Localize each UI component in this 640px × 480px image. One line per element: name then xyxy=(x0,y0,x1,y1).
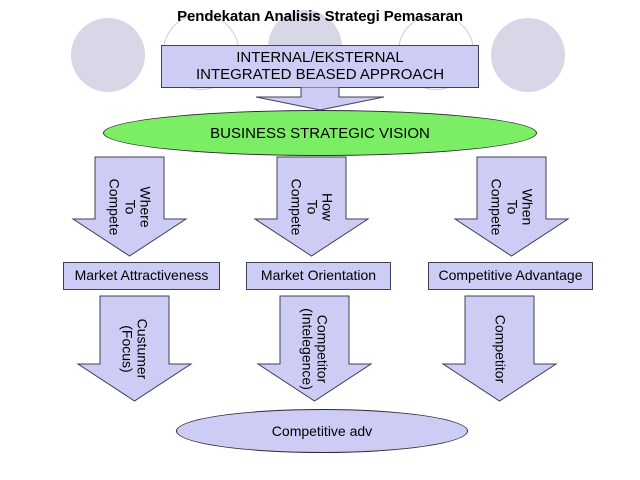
business-strategic-vision-ellipse: BUSINESS STRATEGIC VISION xyxy=(103,110,537,156)
arrow-competitor-intelligence: Competitor (Intelegence) xyxy=(256,295,373,402)
top-box-line-1: INTERNAL/EKSTERNAL xyxy=(236,48,404,66)
market-attractiveness-box: Market Attractiveness xyxy=(63,262,220,290)
arrow-where-to-compete: Where To Compete xyxy=(71,156,188,257)
competitive-adv-ellipse: Competitive adv xyxy=(176,409,468,453)
competitive-advantage-label: Competitive Advantage xyxy=(438,267,583,284)
arrow-when-to-compete: When To Compete xyxy=(453,156,570,257)
background-circle-filled-left xyxy=(71,18,145,92)
vision-label: BUSINESS STRATEGIC VISION xyxy=(210,124,430,142)
top-box-line-2: INTEGRATED BEASED APPROACH xyxy=(195,65,445,83)
connector-arrow-down-icon xyxy=(255,86,385,116)
market-orientation-box: Market Orientation xyxy=(246,262,391,290)
arrow-competitor: Competitor xyxy=(441,295,558,402)
internal-external-approach-box: INTERNAL/EKSTERNAL INTEGRATED BEASED APP… xyxy=(161,45,479,88)
background-circle-filled-right xyxy=(491,18,565,92)
arrow-customer-focus: Custumer (Focus) xyxy=(76,295,193,402)
result-label: Competitive adv xyxy=(271,423,373,439)
page-title: Pendekatan Analisis Strategi Pemasaran xyxy=(177,8,463,25)
market-orientation-label: Market Orientation xyxy=(260,267,377,284)
arrow-how-to-compete: How To Compete xyxy=(253,156,370,257)
market-attractiveness-label: Market Attractiveness xyxy=(74,267,209,284)
competitive-advantage-box: Competitive Advantage xyxy=(428,262,593,290)
